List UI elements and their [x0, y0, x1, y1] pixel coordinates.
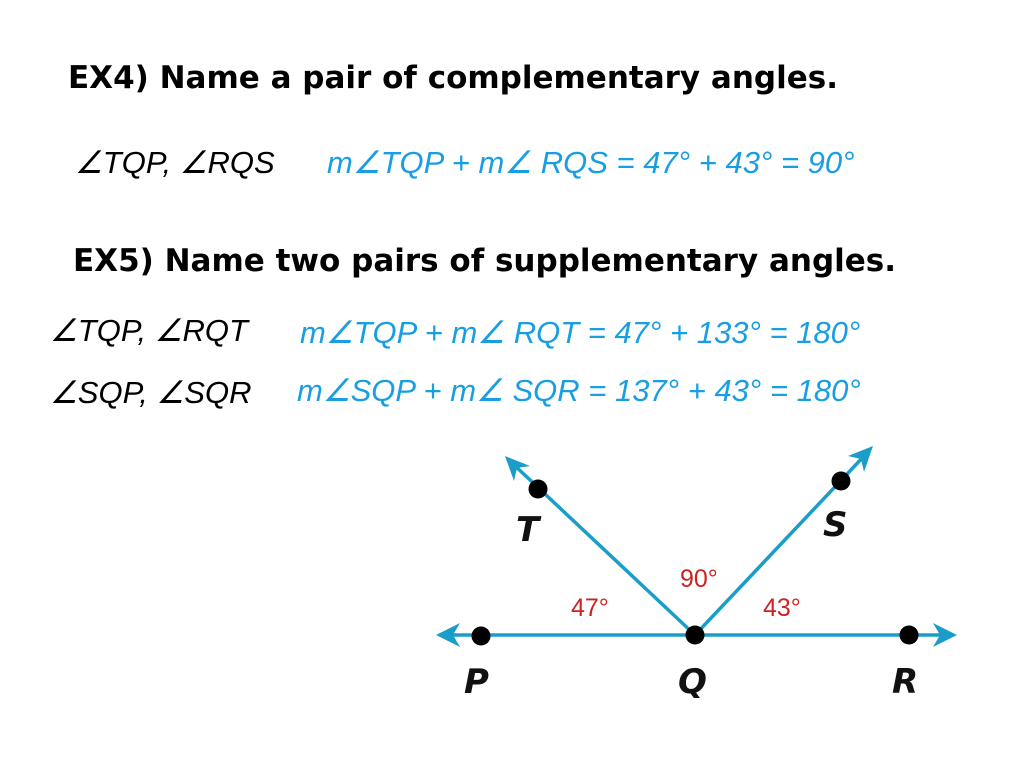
ex5-equation-2: m∠SQP + m∠ SQR = 137° + 43° = 180°: [297, 373, 861, 408]
ex5-equation-1: m∠TQP + m∠ RQT = 47° + 133° = 180°: [300, 315, 861, 350]
arrow-t-icon: [505, 456, 530, 481]
point-r: [899, 625, 919, 645]
label-t: T: [516, 510, 542, 550]
point-q: [685, 625, 705, 645]
arrow-right-icon: [933, 623, 957, 647]
arrow-left-icon: [436, 623, 460, 647]
angle-tqs-measure: 90°: [680, 565, 718, 593]
label-s: S: [823, 505, 848, 545]
label-q: Q: [678, 662, 707, 702]
angle-sqr-measure: 43°: [763, 594, 801, 622]
ex5-angle-pair-1: ∠TQP, ∠RQT: [50, 313, 248, 348]
ex4-title: EX4) Name a pair of complementary angles…: [68, 60, 838, 96]
angle-tqp-measure: 47°: [571, 594, 609, 622]
ex4-angle-pair: ∠TQP, ∠RQS: [75, 145, 275, 180]
point-p: [471, 626, 491, 646]
label-p: P: [464, 662, 489, 702]
arrow-s-icon: [848, 446, 873, 472]
ex5-title: EX5) Name two pairs of supplementary ang…: [73, 243, 897, 279]
point-s: [831, 471, 851, 491]
ex4-equation: m∠TQP + m∠ RQS = 47° + 43° = 90°: [327, 145, 855, 180]
ex5-angle-pair-2: ∠SQP, ∠SQR: [50, 375, 252, 410]
point-t: [528, 479, 548, 499]
label-r: R: [892, 662, 918, 702]
